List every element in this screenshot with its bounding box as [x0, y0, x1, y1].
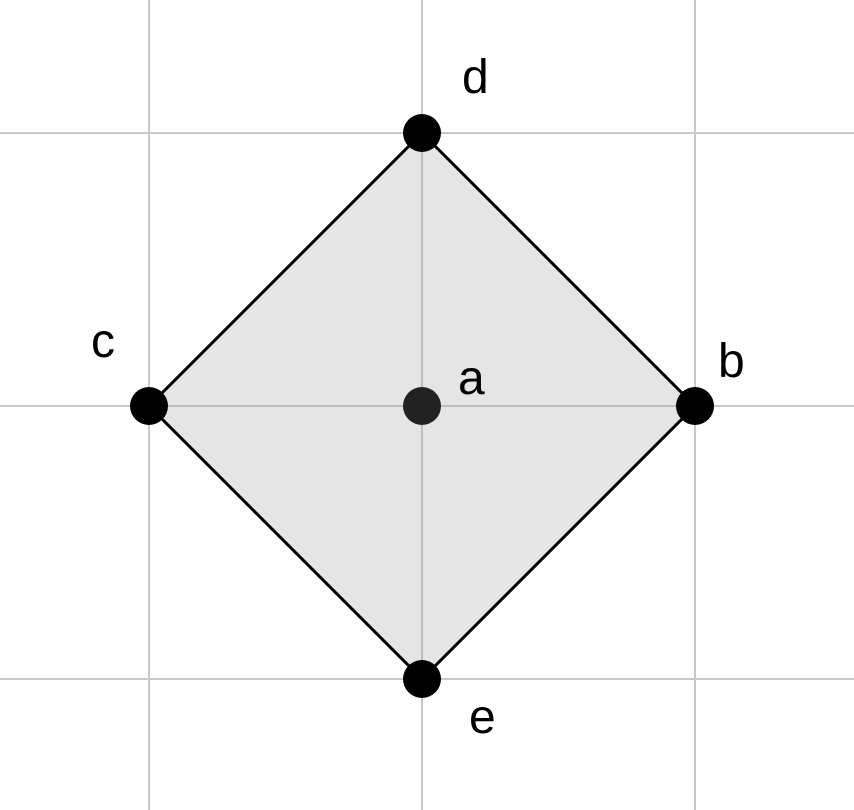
label-d: d — [462, 51, 489, 104]
point-d — [403, 114, 441, 152]
point-a — [403, 387, 441, 425]
label-b: b — [718, 335, 745, 388]
label-a: a — [458, 352, 485, 405]
point-e — [403, 660, 441, 698]
label-e: e — [469, 691, 496, 744]
label-c: c — [91, 315, 115, 368]
point-b — [676, 387, 714, 425]
point-c — [130, 387, 168, 425]
